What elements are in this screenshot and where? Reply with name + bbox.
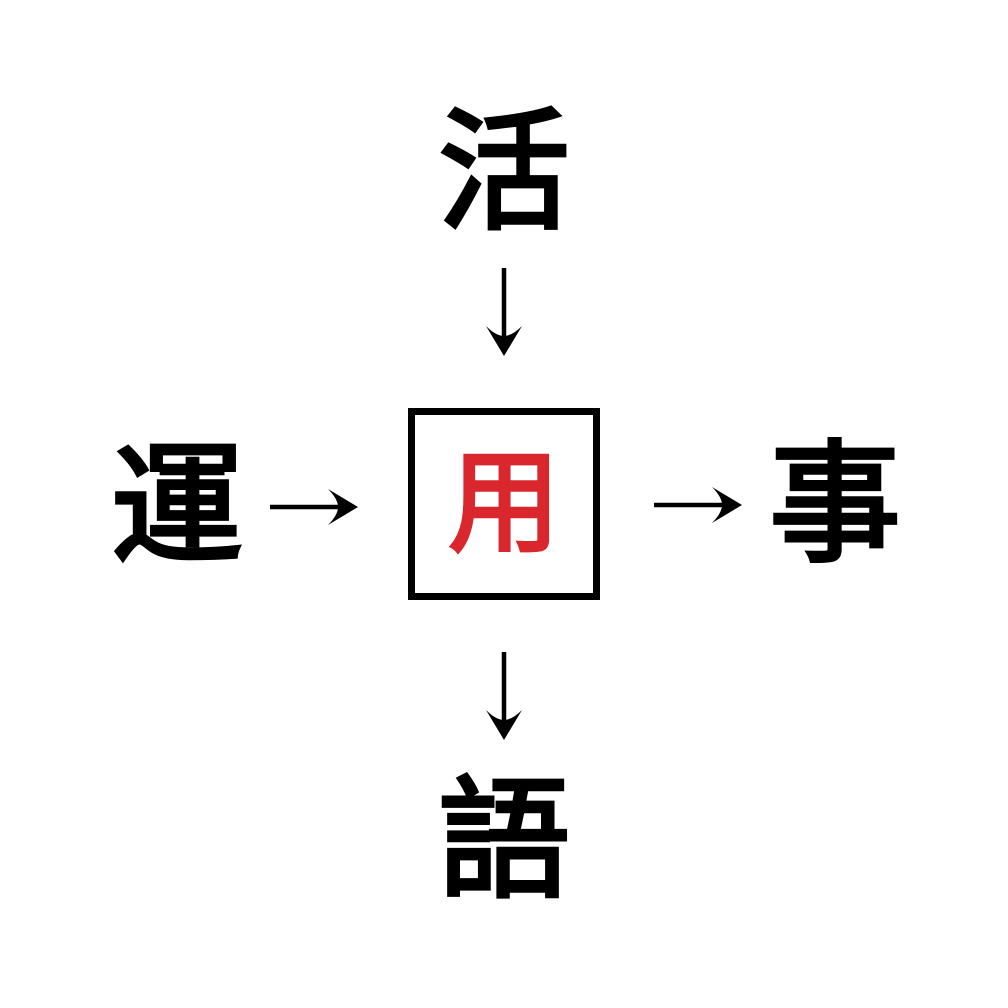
- arrow-down-icon: [486, 652, 522, 740]
- kanji-top: 活: [438, 96, 570, 250]
- kanji-center-answer: 用: [448, 439, 560, 569]
- arrow-right-icon: [270, 489, 358, 525]
- kanji-right: 事: [769, 428, 901, 582]
- answer-box: 用: [408, 408, 600, 600]
- kanji-bottom: 語: [438, 764, 570, 918]
- arrow-down-icon: [486, 268, 522, 356]
- arrow-right-icon: [654, 487, 742, 523]
- kanji-left: 運: [111, 430, 243, 584]
